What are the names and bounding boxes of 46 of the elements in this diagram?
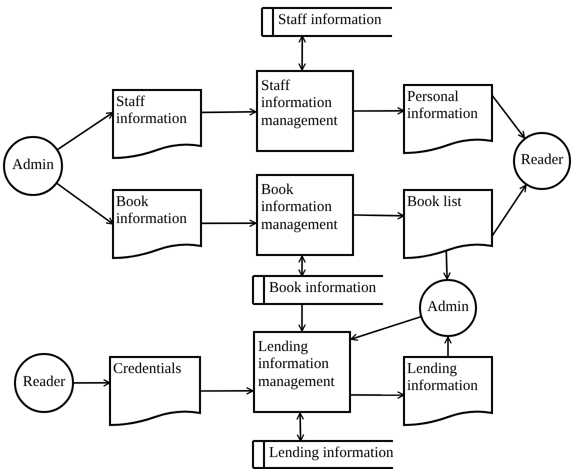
node-text: Staff information management	[261, 78, 339, 130]
document-shape	[404, 357, 492, 425]
arrow	[443, 250, 451, 280]
node-text: Staff information	[115, 93, 188, 130]
node-text: Personal information	[406, 88, 479, 124]
arrow	[74, 379, 111, 387]
node-text: Admin	[427, 299, 469, 317]
arrow	[296, 412, 304, 442]
data-store	[253, 441, 393, 468]
node-text: Reader	[22, 374, 66, 392]
node-text: Staff information	[277, 11, 382, 30]
node-text: Book information management	[261, 182, 339, 234]
node-text: Book list	[406, 193, 463, 212]
arrow	[491, 94, 526, 139]
arrow	[57, 112, 114, 150]
document-shape	[404, 190, 492, 258]
arrow	[354, 107, 405, 115]
node-text: Credentials	[112, 360, 182, 379]
data-store	[262, 8, 392, 36]
process-box	[256, 70, 354, 152]
arrow	[354, 212, 405, 220]
arrow	[491, 184, 527, 237]
node-text: Lending information	[268, 444, 393, 462]
document-shape	[404, 85, 492, 153]
arrow	[201, 108, 257, 116]
process-box	[253, 331, 351, 413]
arrow	[350, 316, 421, 341]
document-shape	[113, 90, 201, 158]
arrow	[351, 391, 405, 399]
document-shape	[113, 190, 201, 258]
arrow	[200, 387, 254, 395]
node-text: Lending information	[406, 360, 479, 396]
data-store	[253, 276, 383, 304]
arrow	[298, 35, 306, 71]
node-text: Book information	[115, 193, 188, 230]
arrow	[56, 182, 114, 225]
arrow	[298, 304, 306, 332]
process-box	[256, 174, 354, 256]
node-text: Reader	[520, 152, 564, 170]
node-text: Lending information management	[258, 339, 336, 391]
node-text: Book information	[268, 279, 378, 298]
arrow	[201, 219, 257, 228]
node-text: Admin	[12, 157, 54, 175]
arrow	[298, 255, 306, 277]
document-shape	[110, 357, 200, 425]
arrow	[444, 336, 452, 357]
